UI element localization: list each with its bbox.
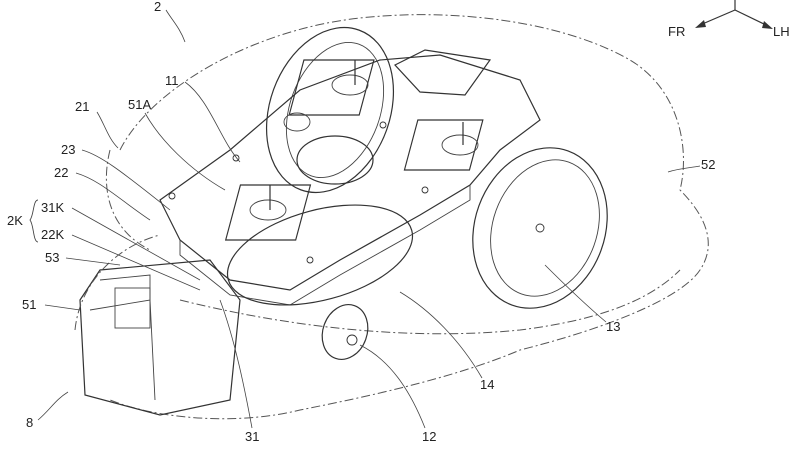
bolt bbox=[421, 186, 429, 194]
label-14: 14 bbox=[480, 377, 495, 392]
label-52: 52 bbox=[701, 157, 716, 172]
leader-8 bbox=[37, 391, 69, 421]
bolt bbox=[168, 192, 176, 200]
leader-23 bbox=[81, 149, 171, 211]
label-31K: 31K bbox=[41, 200, 65, 215]
label-11: 11 bbox=[165, 73, 179, 88]
left-wheel bbox=[265, 26, 395, 194]
motor-1 bbox=[331, 74, 369, 96]
motor-box-1 bbox=[288, 59, 375, 116]
lh-arrow-line bbox=[734, 9, 769, 27]
rear-wheel-hub bbox=[535, 223, 545, 233]
direction-fr: FR bbox=[668, 24, 686, 39]
label-22: 22 bbox=[54, 165, 69, 180]
motor-3 bbox=[249, 199, 287, 221]
bolt bbox=[379, 121, 387, 129]
caster-hub bbox=[346, 334, 358, 346]
leader-31K bbox=[71, 207, 201, 281]
shell-line bbox=[179, 269, 681, 335]
label-21: 21 bbox=[75, 99, 90, 114]
chassis-plate-edge bbox=[179, 185, 471, 306]
label-53: 53 bbox=[45, 250, 60, 265]
control-box bbox=[394, 49, 492, 96]
leader-51 bbox=[44, 304, 81, 311]
front-unit-window bbox=[114, 287, 151, 329]
label-51: 51 bbox=[22, 297, 37, 312]
bumper-shell bbox=[74, 234, 161, 331]
rear-wheel-inner bbox=[490, 159, 600, 297]
front-unit-face bbox=[89, 274, 156, 401]
leader-53 bbox=[65, 257, 121, 266]
leader-22 bbox=[75, 172, 151, 221]
label-8: 8 bbox=[26, 415, 34, 430]
outer-shell bbox=[109, 14, 709, 420]
brace-2K bbox=[29, 199, 39, 243]
label-23: 23 bbox=[61, 142, 76, 157]
lh-arrowhead-icon bbox=[762, 21, 773, 29]
small-dome bbox=[283, 112, 311, 132]
label-2K: 2K bbox=[7, 213, 23, 228]
motor-box-3 bbox=[224, 184, 312, 241]
leader-12 bbox=[359, 344, 426, 429]
center-dome bbox=[296, 135, 374, 185]
label-22K: 22K bbox=[41, 227, 65, 242]
rear-wheel bbox=[472, 147, 608, 309]
left-wheel-inner bbox=[285, 41, 385, 179]
bolt bbox=[306, 256, 314, 264]
leader-51A bbox=[144, 112, 226, 191]
motor-2 bbox=[441, 134, 479, 156]
motor-box-2 bbox=[403, 119, 484, 171]
label-51A: 51A bbox=[128, 97, 152, 112]
leader-13 bbox=[544, 264, 607, 323]
inner-shell bbox=[105, 149, 151, 251]
fr-arrow-line bbox=[699, 9, 736, 26]
leader-52 bbox=[667, 165, 701, 173]
label-31: 31 bbox=[245, 429, 260, 444]
leader-22K bbox=[71, 234, 201, 291]
leader-2 bbox=[165, 9, 186, 43]
label-13: 13 bbox=[606, 319, 621, 334]
chassis-plate bbox=[159, 54, 541, 291]
leader-11 bbox=[184, 81, 241, 163]
fr-arrowhead-icon bbox=[695, 20, 706, 28]
direction-lh: LH bbox=[773, 24, 790, 39]
label-2: 2 bbox=[154, 0, 162, 14]
leader-31 bbox=[219, 299, 253, 429]
label-12: 12 bbox=[422, 429, 437, 444]
deck bbox=[226, 204, 414, 306]
leader-14 bbox=[399, 291, 483, 379]
caster-wheel bbox=[321, 304, 369, 360]
leader-21 bbox=[96, 111, 119, 149]
